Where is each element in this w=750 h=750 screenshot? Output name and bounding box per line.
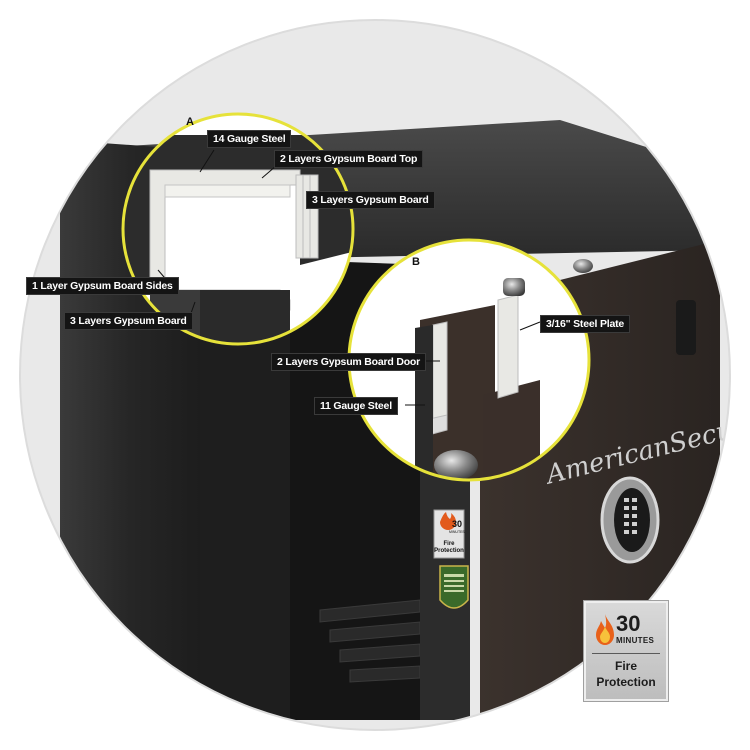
badge-line-fire: Fire <box>614 659 637 673</box>
svg-text:30: 30 <box>452 519 462 529</box>
main-view-border <box>19 19 731 731</box>
callout-2-layers-gypsum-door: 2 Layers Gypsum Board Door <box>271 353 427 371</box>
door-edge <box>420 410 470 720</box>
callout-14-gauge-steel: 14 Gauge Steel <box>207 130 292 148</box>
fire-protection-badge: 30 MINUTES Fire Protection <box>584 601 668 701</box>
callout-3-layers-gypsum-top: 3 Layers Gypsum Board <box>306 191 435 209</box>
detail-b-label: B <box>412 256 420 268</box>
detail-a-ring <box>121 112 355 346</box>
flame-icon <box>596 614 614 645</box>
keypad <box>600 476 660 564</box>
callout-1-layer-gypsum-sides: 1 Layer Gypsum Board Sides <box>26 277 179 295</box>
detail-a-label: A <box>186 116 194 128</box>
badge-line-protection: Protection <box>596 675 656 689</box>
badge-minutes-number: 30 <box>616 611 641 636</box>
callout-2-layers-gypsum-top: 2 Layers Gypsum Board Top <box>274 150 424 168</box>
hinge-top-2 <box>573 259 593 273</box>
badge-minutes-unit: MINUTES <box>616 636 655 645</box>
detail-a-view <box>121 112 355 346</box>
svg-text:Protection: Protection <box>434 548 464 554</box>
callout-11-gauge-steel: 11 Gauge Steel <box>314 397 398 415</box>
callout-steel-plate: 3/16" Steel Plate <box>540 315 631 333</box>
callout-3-layers-gypsum-bottom: 3 Layers Gypsum Board <box>64 312 193 330</box>
svg-text:Fire: Fire <box>443 541 455 547</box>
door-latch <box>676 300 696 355</box>
svg-text:MINUTES: MINUTES <box>449 530 465 534</box>
badge-divider <box>592 653 660 654</box>
door-fire-sticker: 30 MINUTES Fire Protection <box>433 509 465 559</box>
